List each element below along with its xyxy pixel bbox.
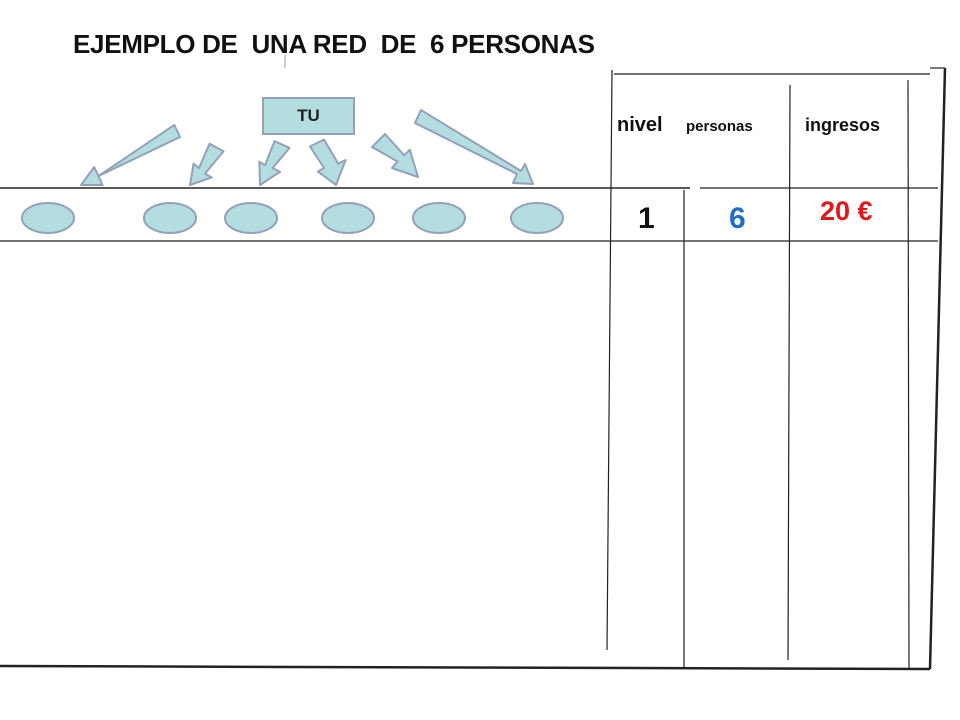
column-header-personas: personas (686, 118, 753, 135)
arrow-to-member-4 (309, 138, 347, 186)
arrow-to-member-2 (189, 142, 225, 186)
root-node-label: TU (297, 106, 320, 125)
arrow-to-member-3 (258, 140, 291, 186)
col-divider-ingresos (787, 84, 791, 661)
table-grid (0, 55, 947, 671)
col-divider-nivel (606, 69, 613, 651)
column-header-ingresos: ingresos (805, 115, 881, 135)
member-node (224, 202, 278, 234)
col-divider-ingresos-right (907, 79, 910, 669)
member-node (321, 202, 375, 234)
column-header-nivel: nivel (617, 114, 663, 136)
member-nodes (21, 202, 564, 234)
page-title: EJEMPLO DE UNA RED DE 6 PERSONAS (73, 29, 595, 59)
arrow-to-member-5 (371, 133, 419, 178)
arrows (80, 109, 534, 186)
cell-personas: 6 (729, 202, 746, 235)
arrow-to-member-1 (80, 124, 181, 186)
arrow-to-member-6 (414, 109, 534, 185)
table-bottom-rule (0, 664, 931, 671)
cell-nivel: 1 (638, 202, 655, 235)
member-node (510, 202, 564, 234)
cell-ingresos: 20 € (820, 196, 873, 226)
member-node (21, 202, 75, 234)
table-right-border (928, 67, 947, 670)
root-node-tu: TU (262, 97, 355, 135)
member-node (412, 202, 466, 234)
member-node (143, 202, 197, 234)
